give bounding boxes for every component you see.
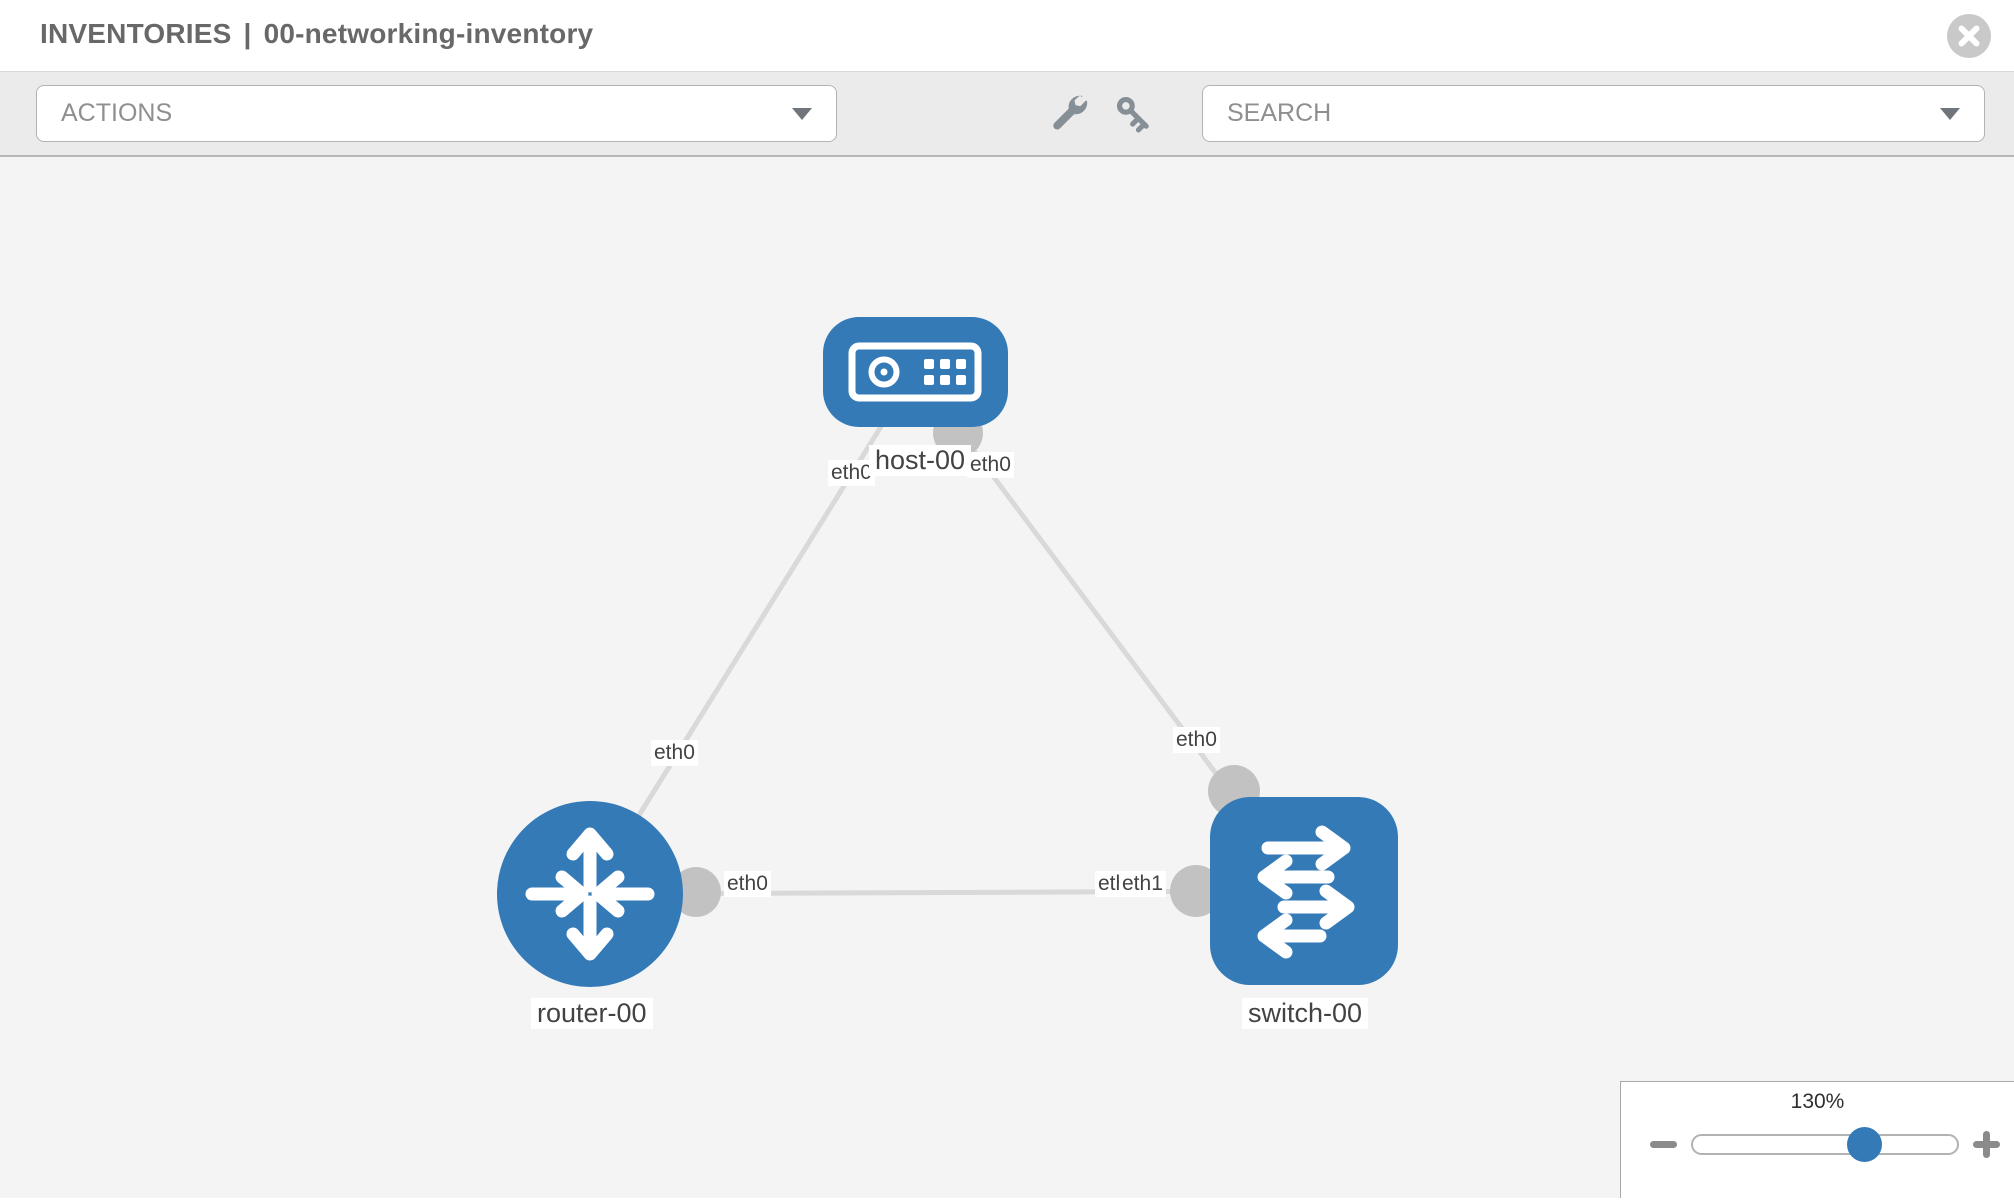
zoom-control-panel: 130% [1620, 1081, 2014, 1198]
zoom-slider-handle[interactable] [1847, 1127, 1882, 1162]
node-label-host: host-00 [869, 445, 972, 476]
zoom-level-value: 130% [1790, 1090, 1845, 1113]
interface-router-right [671, 867, 721, 917]
switch-icon [1257, 825, 1355, 959]
link-host-router[interactable] [587, 370, 918, 896]
page-title-section: INVENTORIES [40, 18, 232, 49]
wrench-icon[interactable] [1044, 91, 1088, 135]
actions-dropdown[interactable]: ACTIONS [36, 85, 837, 142]
node-label-switch: switch-00 [1242, 998, 1369, 1029]
topology-canvas[interactable]: eth0 host-00 eth0 eth0 eth0 eth0 eth0 et… [0, 157, 2014, 1198]
plus-icon [1983, 1131, 1990, 1158]
node-router-00[interactable] [497, 801, 683, 987]
interface-label: eth0 [828, 460, 875, 486]
topology-toolbar: ACTIONS SEARCH [0, 72, 2014, 157]
key-icon[interactable] [1111, 91, 1157, 137]
page-title: INVENTORIES | 00-networking-inventory [40, 18, 593, 50]
node-label-router: router-00 [531, 998, 653, 1029]
router-icon [525, 827, 655, 961]
close-button[interactable] [1946, 13, 1992, 59]
host-icon [848, 342, 982, 402]
search-dropdown-label: SEARCH [1227, 99, 1332, 127]
chevron-down-icon [1940, 107, 1960, 120]
node-switch-00[interactable] [1210, 797, 1398, 985]
search-dropdown[interactable]: SEARCH [1202, 85, 1985, 142]
chevron-down-icon [792, 107, 812, 120]
zoom-slider-track[interactable] [1691, 1134, 1959, 1155]
interface-label: eth1 [1119, 871, 1166, 897]
panel-header: INVENTORIES | 00-networking-inventory [0, 0, 2014, 72]
interface-switch-left [1170, 865, 1222, 917]
zoom-out-button[interactable] [1650, 1141, 1677, 1148]
interface-label: eth0 [651, 740, 698, 766]
page-title-inventory-name: 00-networking-inventory [263, 18, 594, 49]
page-title-separator: | [243, 18, 252, 49]
interface-label: eth0 [1173, 727, 1220, 753]
interface-label: eth0 [967, 452, 1014, 478]
actions-dropdown-label: ACTIONS [61, 99, 173, 127]
interface-label: eth0 [724, 871, 771, 897]
zoom-in-button[interactable] [1973, 1131, 2000, 1158]
node-host-00[interactable] [823, 317, 1008, 427]
